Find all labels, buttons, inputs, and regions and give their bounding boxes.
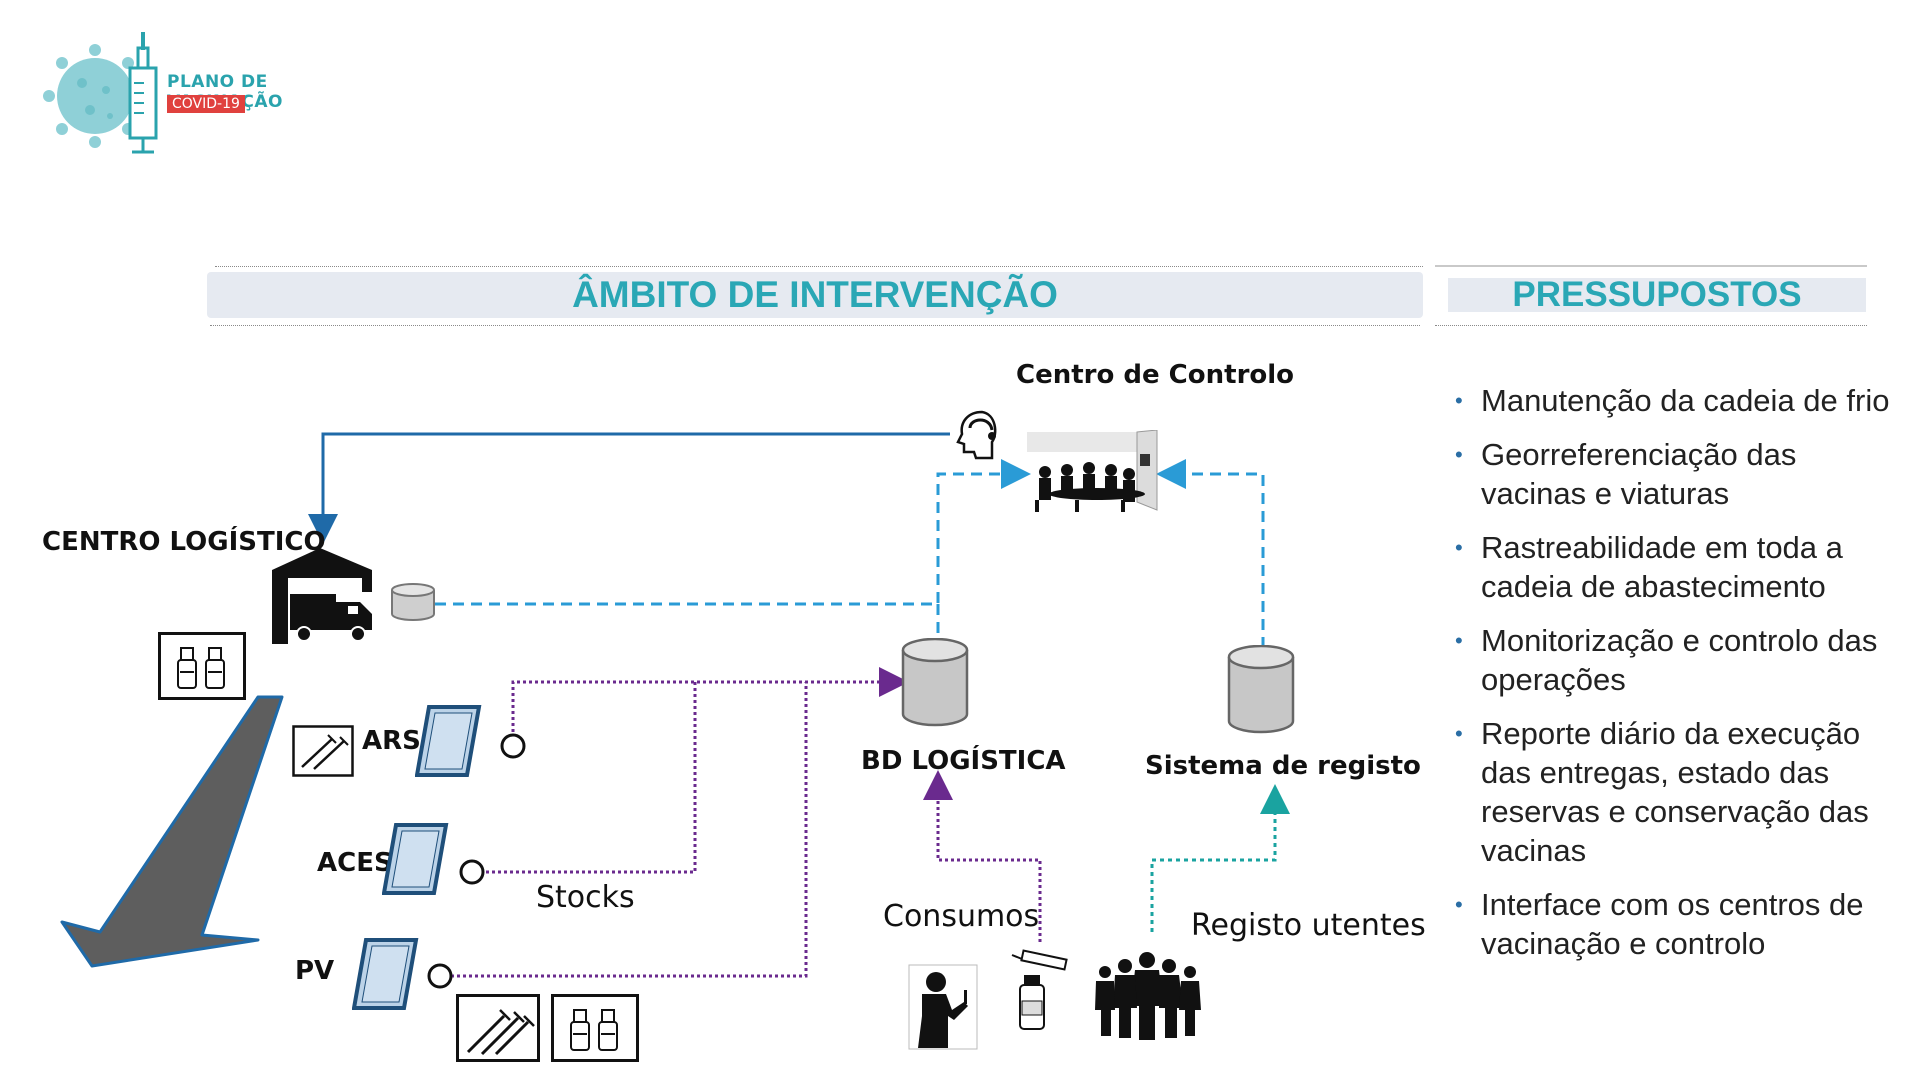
ars-syringes-icon: [292, 725, 354, 777]
stocks-label: Stocks: [536, 880, 635, 915]
assumptions-header: PRESSUPOSTOS: [1512, 275, 1802, 314]
registry-system-label: Sistema de registo: [1145, 751, 1421, 781]
control-center-label: Centro de Controlo: [1016, 360, 1295, 390]
aces-stock-line: [486, 682, 697, 874]
ars-connector: [500, 733, 526, 759]
control-to-logistics-line: [308, 432, 950, 544]
consumption-line: [923, 770, 1042, 942]
people-group-icon: [1095, 952, 1201, 1040]
scope-header-band: ÂMBITO DE INTERVENÇÃO: [207, 272, 1423, 318]
registry-database-icon: [1227, 645, 1295, 734]
aces-label: ACES: [317, 848, 393, 878]
small-database-icon: [391, 583, 435, 621]
scope-bottom-rule: [210, 325, 1420, 326]
virus-syringe-logo-icon: [43, 32, 158, 154]
consumption-label: Consumos: [883, 899, 1040, 934]
patient-registry-label: Registo utentes: [1191, 908, 1426, 943]
vaccine-syringe-icon: [1011, 949, 1068, 1030]
scope-top-rule: [215, 266, 1423, 267]
assumption-item: Reporte diário da execução das entregas,…: [1455, 714, 1895, 870]
pv-syringes-icon: [456, 994, 540, 1062]
assumptions-bottom-rule: [1435, 325, 1867, 326]
vaccine-vials-icon: [158, 632, 246, 700]
logo: PLANO DE VACINAÇÃO COVID-19: [40, 28, 370, 158]
assumption-item: Rastreabilidade em toda a cadeia de abas…: [1455, 528, 1895, 606]
nurse-icon: [908, 964, 978, 1050]
pv-vaccine-vials-icon: [551, 994, 639, 1062]
pv-stock-line: [451, 682, 808, 978]
bd-logistics-database-icon: [901, 638, 969, 727]
assumptions-top-rule: [1435, 265, 1867, 267]
ars-label: ARS: [362, 726, 421, 756]
control-room-icon: [1027, 430, 1158, 512]
assumptions-header-band: PRESSUPOSTOS: [1448, 275, 1866, 314]
registry-to-control-line: [1156, 459, 1265, 648]
ars-stock-line: [511, 667, 909, 738]
assumptions-list: Manutenção da cadeia de frio Georreferen…: [1455, 381, 1895, 978]
pv-label: PV: [295, 956, 335, 986]
aces-tablet-icon: [382, 823, 449, 895]
scope-header: ÂMBITO DE INTERVENÇÃO: [572, 274, 1058, 315]
pv-tablet-icon: [352, 938, 419, 1010]
small-db-to-control-line: [435, 459, 1031, 606]
assumption-item: Manutenção da cadeia de frio: [1455, 381, 1895, 420]
ars-tablet-icon: [415, 705, 482, 777]
aces-connector: [459, 859, 485, 885]
assumption-item: Interface com os centros de vacinação e …: [1455, 885, 1895, 963]
registry-line: [1150, 784, 1290, 932]
assumption-item: Monitorização e controlo das operações: [1455, 621, 1895, 699]
distribution-arrow: [60, 695, 284, 968]
pv-connector: [427, 963, 453, 989]
headset-operator-icon: [956, 410, 997, 460]
logo-tag: COVID-19: [167, 95, 245, 113]
bd-logistics-label: BD LOGÍSTICA: [861, 746, 1066, 776]
logistics-center-label: CENTRO LOGÍSTICO: [42, 527, 326, 557]
assumption-item: Georreferenciação das vacinas e viaturas: [1455, 435, 1895, 513]
warehouse-truck-icon: [272, 548, 372, 644]
